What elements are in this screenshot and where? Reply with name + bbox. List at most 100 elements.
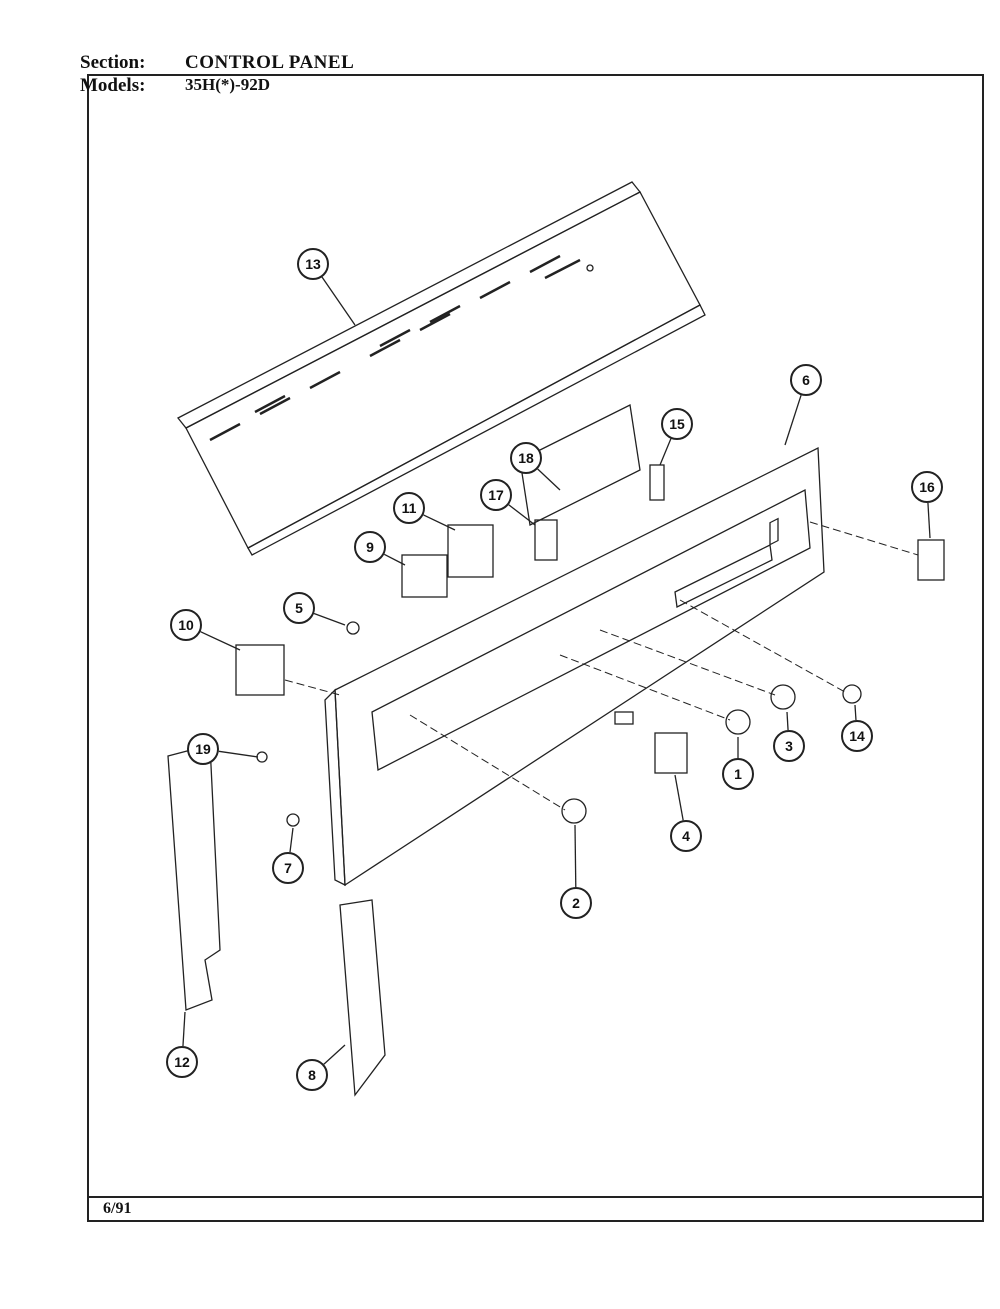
models-label: Models: xyxy=(80,75,146,96)
diagram-frame xyxy=(87,74,984,1222)
callout-6: 6 xyxy=(784,364,822,446)
callout-circle xyxy=(790,364,822,396)
callout-2: 2 xyxy=(560,824,592,919)
section-label: Section: xyxy=(80,52,146,73)
leader-arrow xyxy=(574,824,577,888)
footer-divider xyxy=(87,1196,984,1198)
callout-11: 11 xyxy=(393,492,456,531)
callout-circle xyxy=(480,479,512,511)
callout-circle xyxy=(722,758,754,790)
leader-arrow xyxy=(659,438,672,466)
callout-9: 9 xyxy=(354,531,406,566)
callout-circle xyxy=(393,492,425,524)
callout-circle xyxy=(283,592,315,624)
callout-circle xyxy=(911,471,943,503)
callout-circle xyxy=(296,1059,328,1091)
callout-circle xyxy=(166,1046,198,1078)
bracket-8 xyxy=(339,899,386,1097)
callout-8: 8 xyxy=(296,1044,346,1091)
callout-13: 13 xyxy=(297,248,356,326)
callout-circle xyxy=(187,733,219,765)
part-5 xyxy=(346,621,360,635)
rear-panel-part xyxy=(176,181,706,556)
footer-date: 6/91 xyxy=(103,1200,132,1217)
knob-3 xyxy=(770,684,796,710)
callout-number: 9 xyxy=(366,539,374,555)
models-value: 35H(*)-92D xyxy=(185,75,270,94)
display-18 xyxy=(519,404,641,526)
leader-arrow xyxy=(200,631,241,651)
callout-circle xyxy=(670,820,702,852)
callout-number: 8 xyxy=(308,1067,316,1083)
callout-number: 4 xyxy=(682,828,690,844)
leader-arrow xyxy=(927,502,931,539)
knob-14 xyxy=(842,684,862,704)
callout-14: 14 xyxy=(841,704,873,752)
callout-circle xyxy=(297,248,329,280)
callout-number: 12 xyxy=(174,1054,190,1070)
callout-circle xyxy=(354,531,386,563)
callout-circle xyxy=(560,887,592,919)
leader-arrow xyxy=(508,504,536,526)
section-value: CONTROL PANEL xyxy=(185,52,355,73)
callout-number: 15 xyxy=(669,416,685,432)
callout-number: 2 xyxy=(572,895,580,911)
callout-1: 1 xyxy=(722,737,754,790)
callout-number: 18 xyxy=(518,450,534,466)
lamp-7 xyxy=(286,813,300,827)
callout-10: 10 xyxy=(170,609,241,651)
callout-circle xyxy=(661,408,693,440)
leader-arrow xyxy=(786,711,789,731)
small-parts xyxy=(167,404,945,1097)
callout-17: 17 xyxy=(480,479,536,526)
callout-number: 3 xyxy=(785,738,793,754)
callout-16: 16 xyxy=(911,471,943,539)
switch-10 xyxy=(235,644,285,696)
callout-number: 6 xyxy=(802,372,810,388)
leader-arrow xyxy=(182,1011,186,1047)
callout-number: 1 xyxy=(734,766,742,782)
callout-number: 19 xyxy=(195,741,211,757)
leader-arrow xyxy=(323,1044,346,1065)
callout-7: 7 xyxy=(272,827,304,884)
leader-arrow xyxy=(854,704,857,721)
switch-9 xyxy=(401,554,448,598)
callout-circle xyxy=(510,442,542,474)
leader-arrow xyxy=(321,276,356,326)
leader-arrow xyxy=(784,395,802,446)
knob-2 xyxy=(561,798,587,824)
callout-5: 5 xyxy=(283,592,346,626)
callout-circle xyxy=(170,609,202,641)
callout-circle xyxy=(272,852,304,884)
trim-12 xyxy=(167,744,221,1011)
leader-arrow xyxy=(383,553,406,566)
callout-number: 16 xyxy=(919,479,935,495)
switch-15 xyxy=(649,464,665,501)
callout-circle xyxy=(841,720,873,752)
callout-3: 3 xyxy=(773,711,805,762)
switch-4 xyxy=(654,732,688,774)
callout-4: 4 xyxy=(670,774,702,852)
leader-arrow xyxy=(313,612,346,626)
callout-number: 7 xyxy=(284,860,292,876)
callout-number: 17 xyxy=(488,487,504,503)
bracket-17 xyxy=(534,519,558,561)
switch-11 xyxy=(447,524,494,578)
callout-number: 5 xyxy=(295,600,303,616)
control-panel-part xyxy=(324,446,825,887)
callout-number: 14 xyxy=(849,728,865,744)
leader-arrow xyxy=(289,827,294,853)
callout-15: 15 xyxy=(659,408,693,466)
leader-arrow xyxy=(218,750,259,758)
callout-number: 13 xyxy=(305,256,321,272)
leader-arrow xyxy=(674,774,684,821)
callout-12: 12 xyxy=(166,1011,198,1078)
indicator-16 xyxy=(917,539,945,581)
callout-circle xyxy=(773,730,805,762)
screw-19 xyxy=(256,751,268,763)
callout-19: 19 xyxy=(187,733,259,765)
leader-arrow xyxy=(537,468,561,491)
callout-number: 10 xyxy=(178,617,194,633)
